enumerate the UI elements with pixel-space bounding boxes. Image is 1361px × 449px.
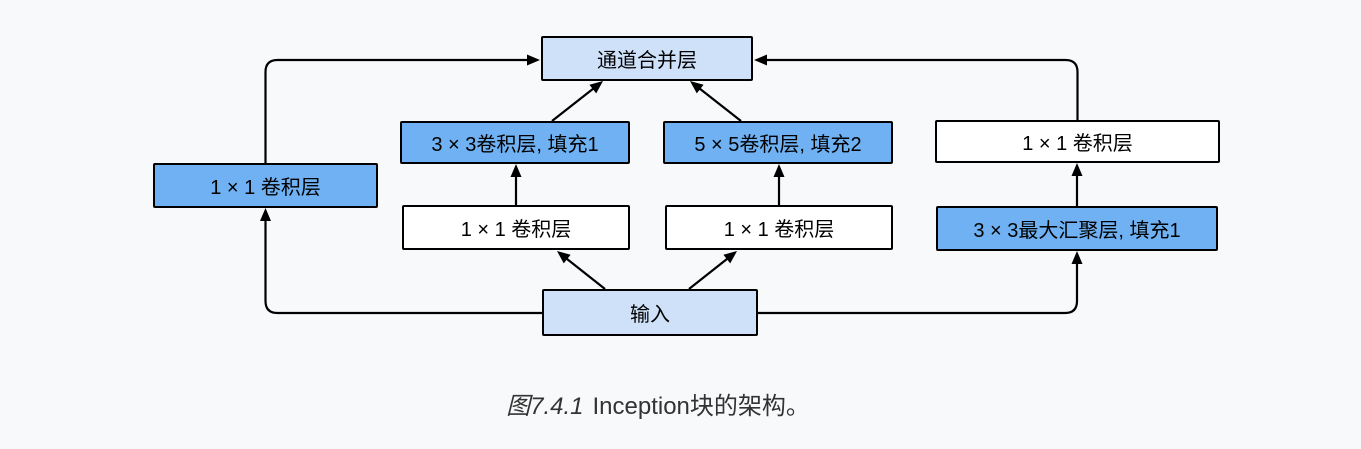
edge-input-to-conv1-mid-right bbox=[688, 251, 738, 290]
node-conv1x1-mid-left: 1 × 1 卷积层 bbox=[402, 205, 630, 250]
edge-input-to-maxpool bbox=[758, 251, 1083, 315]
node-conv5x5-pad2: 5 × 5卷积层, 填充2 bbox=[663, 121, 893, 164]
node-maxpool3x3-pad1: 3 × 3最大汇聚层, 填充1 bbox=[936, 206, 1218, 251]
edge-conv1-right-to-merge bbox=[754, 54, 1079, 120]
node-label: 1 × 1 卷积层 bbox=[1022, 133, 1133, 155]
node-channel-merge-layer: 通道合并层 bbox=[541, 36, 753, 81]
node-label: 输入 bbox=[630, 304, 670, 326]
edge-conv3-to-merge bbox=[551, 80, 604, 122]
node-label: 通道合并层 bbox=[597, 50, 697, 72]
edge-input-to-conv1-mid-left bbox=[556, 251, 606, 290]
edge-conv1-left-to-merge bbox=[264, 54, 540, 163]
figure-title: Inception块的架构。 bbox=[592, 393, 810, 420]
figure-number: 图7.4.1 bbox=[506, 393, 584, 420]
node-label: 1 × 1 卷积层 bbox=[210, 177, 321, 199]
node-conv1x1-right: 1 × 1 卷积层 bbox=[935, 120, 1220, 163]
figure-caption: 图7.4.1 Inception块的架构。 bbox=[506, 386, 810, 421]
node-conv1x1-left: 1 × 1 卷积层 bbox=[153, 163, 378, 208]
node-input: 输入 bbox=[542, 289, 758, 336]
edge-conv5-to-merge bbox=[689, 80, 742, 122]
node-label: 1 × 1 卷积层 bbox=[460, 219, 572, 241]
node-label: 5 × 5卷积层, 填充2 bbox=[694, 134, 862, 156]
node-conv3x3-pad1: 3 × 3卷积层, 填充1 bbox=[400, 121, 630, 164]
edge-input-to-conv1-left bbox=[260, 208, 542, 315]
node-label: 1 × 1 卷积层 bbox=[723, 219, 835, 241]
node-label: 3 × 3卷积层, 填充1 bbox=[431, 134, 599, 156]
node-label: 3 × 3最大汇聚层, 填充1 bbox=[973, 220, 1181, 242]
node-conv1x1-mid-right: 1 × 1 卷积层 bbox=[665, 205, 893, 250]
